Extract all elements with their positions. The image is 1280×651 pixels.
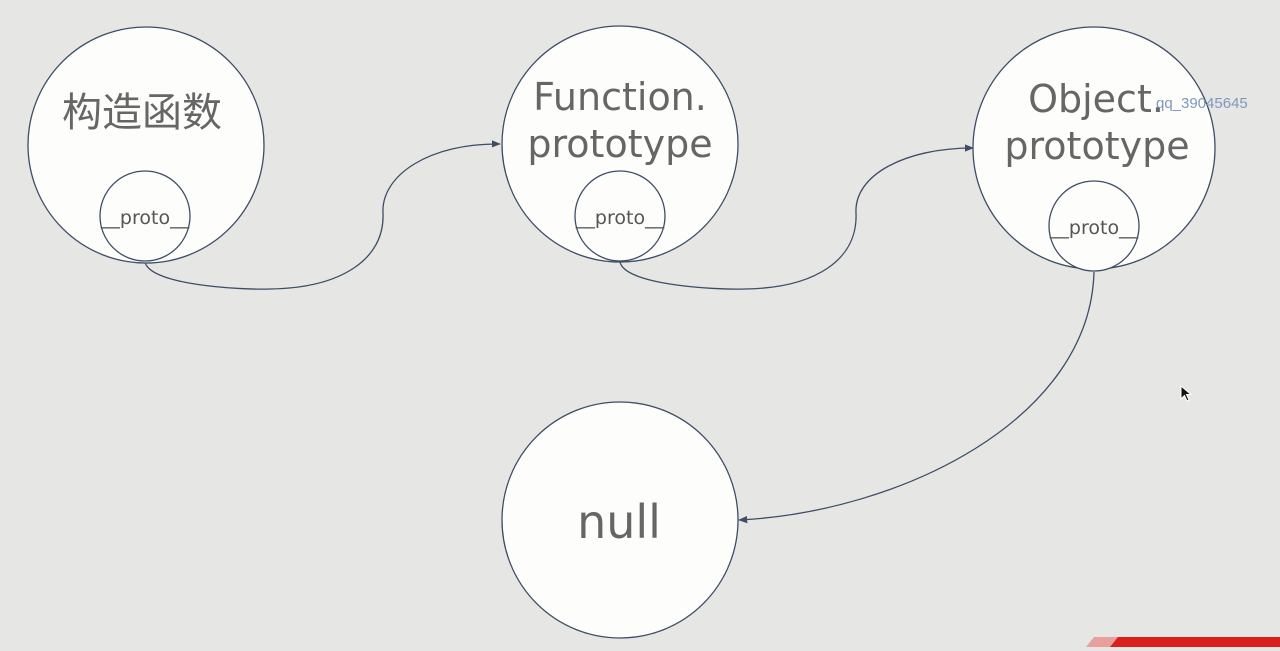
proto-label-function-prototype: __proto__ (575, 207, 665, 229)
node-object-prototype-label-line2: prototype (1004, 124, 1189, 168)
node-constructor-circle (27, 26, 265, 264)
node-constructor-label: 构造函数 (62, 90, 222, 136)
node-function-prototype: Function. prototype __proto__ (501, 25, 739, 263)
edge-constructor-to-function-prototype (144, 140, 501, 290)
node-null: null (501, 401, 739, 639)
edge-function-prototype-to-object-prototype (619, 144, 974, 290)
proto-label-object-prototype: __proto__ (1049, 217, 1139, 239)
node-function-prototype-circle (501, 25, 739, 263)
corner-accent-bar (1080, 632, 1280, 647)
node-function-prototype-label-line2: prototype (527, 122, 712, 166)
proto-circle-object-prototype (1048, 180, 1140, 272)
edge-object-prototype-to-null (738, 271, 1095, 524)
proto-label-constructor: __proto__ (100, 207, 190, 229)
node-object-prototype-label-line1: Object. (1028, 77, 1164, 121)
proto-circle-constructor (99, 170, 191, 262)
node-null-circle (501, 401, 739, 639)
watermark: qq_39045645 (1156, 95, 1248, 112)
node-null-label: null (577, 495, 661, 549)
mouse-pointer-icon (1180, 384, 1193, 407)
node-constructor: 构造函数 __proto__ (27, 26, 265, 264)
proto-circle-function-prototype (574, 170, 666, 262)
node-function-prototype-label-line1: Function. (533, 75, 707, 119)
node-object-prototype: Object. prototype __proto__ (972, 26, 1216, 272)
